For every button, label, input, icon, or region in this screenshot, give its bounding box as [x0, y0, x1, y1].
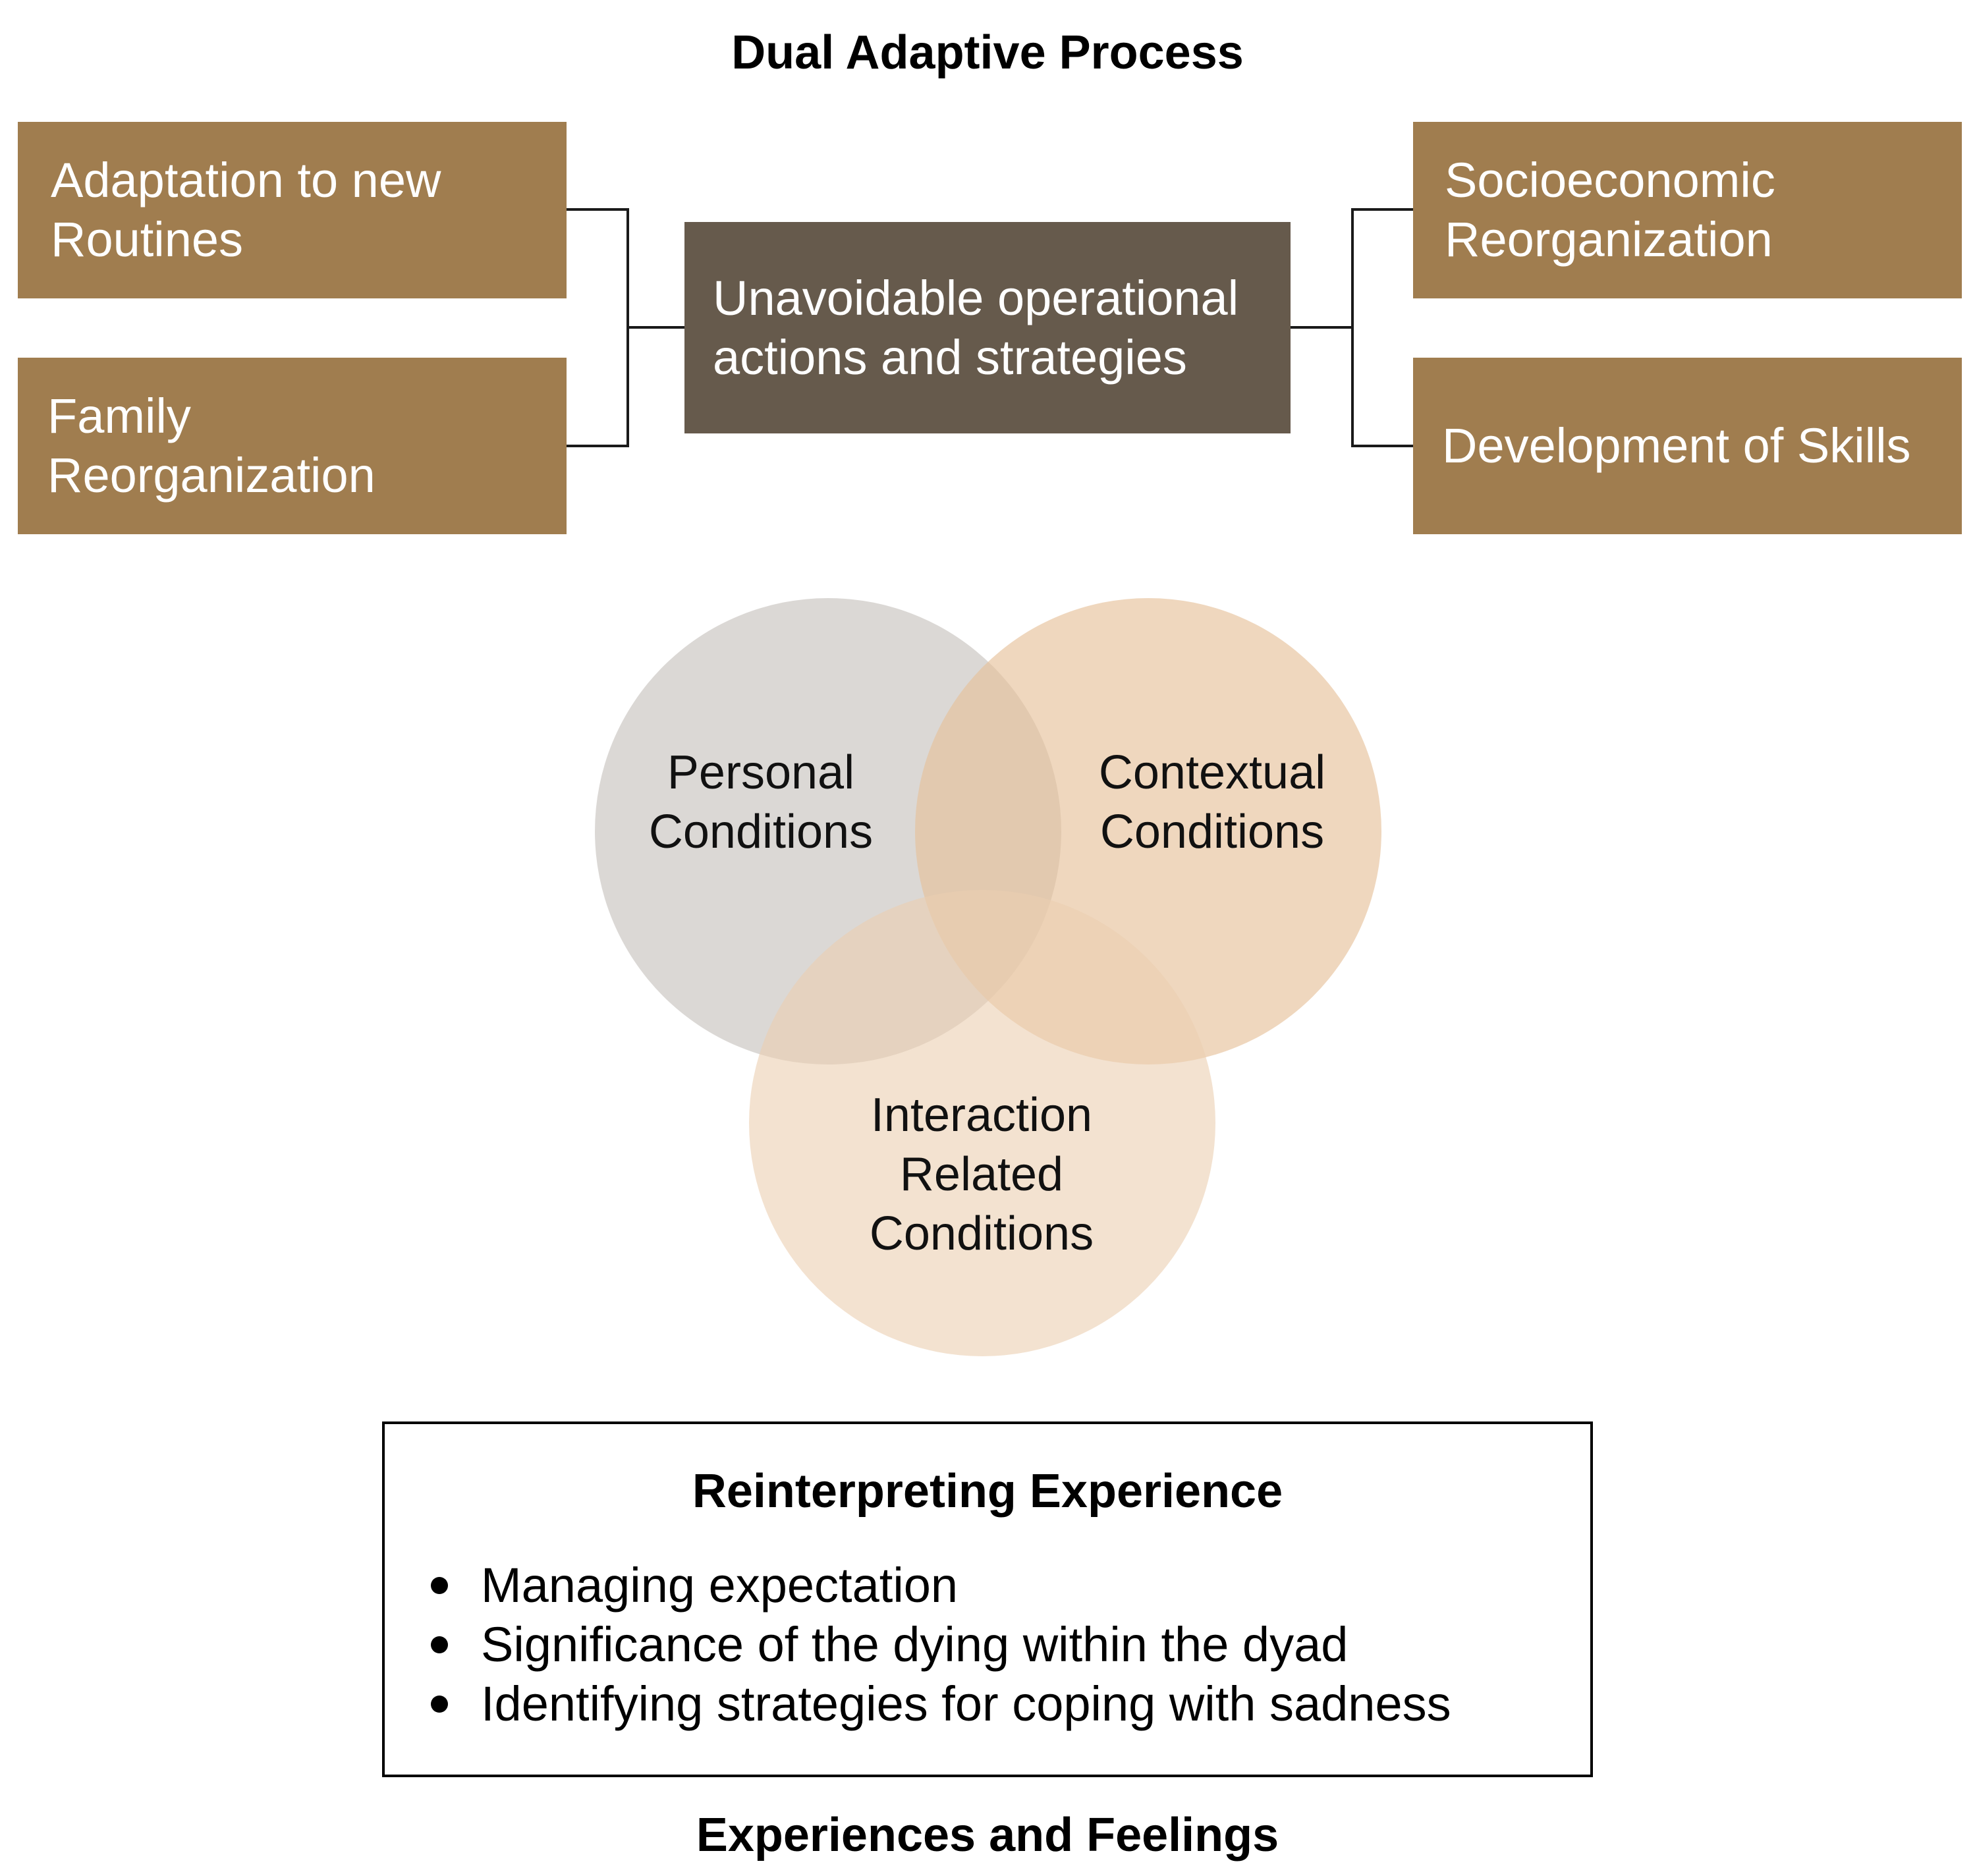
- connector-left-bracket: [567, 208, 684, 447]
- bullet-icon: [431, 1636, 448, 1653]
- reinterpreting-list: Managing expectation Significance of the…: [424, 1556, 1451, 1734]
- diagram-title: Dual Adaptive Process: [731, 26, 1244, 79]
- family-reorganization-label: Family Reorganization: [47, 389, 376, 503]
- footer-title: Experiences and Feelings: [696, 1809, 1279, 1862]
- list-item-text: Significance of the dying within the dya…: [481, 1617, 1349, 1672]
- socioeconomic-reorganization-box: Socioeconomic Reorganization: [1413, 122, 1962, 298]
- adaptation-routines-label: Adaptation to new Routines: [51, 153, 441, 267]
- development-skills-box: Development of Skills: [1413, 358, 1962, 534]
- reinterpreting-experience-title: Reinterpreting Experience: [692, 1465, 1283, 1518]
- adaptation-routines-box: Adaptation to new Routines: [18, 122, 567, 298]
- connector-lines: [567, 208, 1413, 447]
- venn-circle-interaction: [749, 890, 1215, 1356]
- list-item: Significance of the dying within the dya…: [424, 1615, 1451, 1674]
- operational-actions-box: Unavoidable operational actions and stra…: [684, 222, 1291, 433]
- list-item: Managing expectation: [424, 1556, 1451, 1615]
- development-skills-label: Development of Skills: [1442, 418, 1911, 473]
- bullet-icon: [431, 1577, 448, 1594]
- contextual-conditions-label: Contextual Conditions: [1098, 746, 1326, 858]
- reinterpreting-experience-box: Reinterpreting Experience Managing expec…: [382, 1421, 1593, 1777]
- list-item-text: Managing expectation: [481, 1558, 959, 1613]
- list-item: Identifying strategies for coping with s…: [424, 1674, 1451, 1734]
- list-item-text: Identifying strategies for coping with s…: [481, 1676, 1451, 1731]
- bullet-icon: [431, 1696, 448, 1713]
- socioeconomic-reorganization-label: Socioeconomic Reorganization: [1445, 153, 1775, 267]
- venn-diagram: [595, 598, 1381, 1356]
- family-reorganization-box: Family Reorganization: [18, 358, 567, 534]
- interaction-conditions-label: Interaction Related Conditions: [869, 1089, 1094, 1260]
- connector-right-bracket: [1291, 208, 1413, 447]
- personal-conditions-label: Personal Conditions: [648, 746, 874, 858]
- operational-actions-label: Unavoidable operational actions and stra…: [713, 270, 1239, 385]
